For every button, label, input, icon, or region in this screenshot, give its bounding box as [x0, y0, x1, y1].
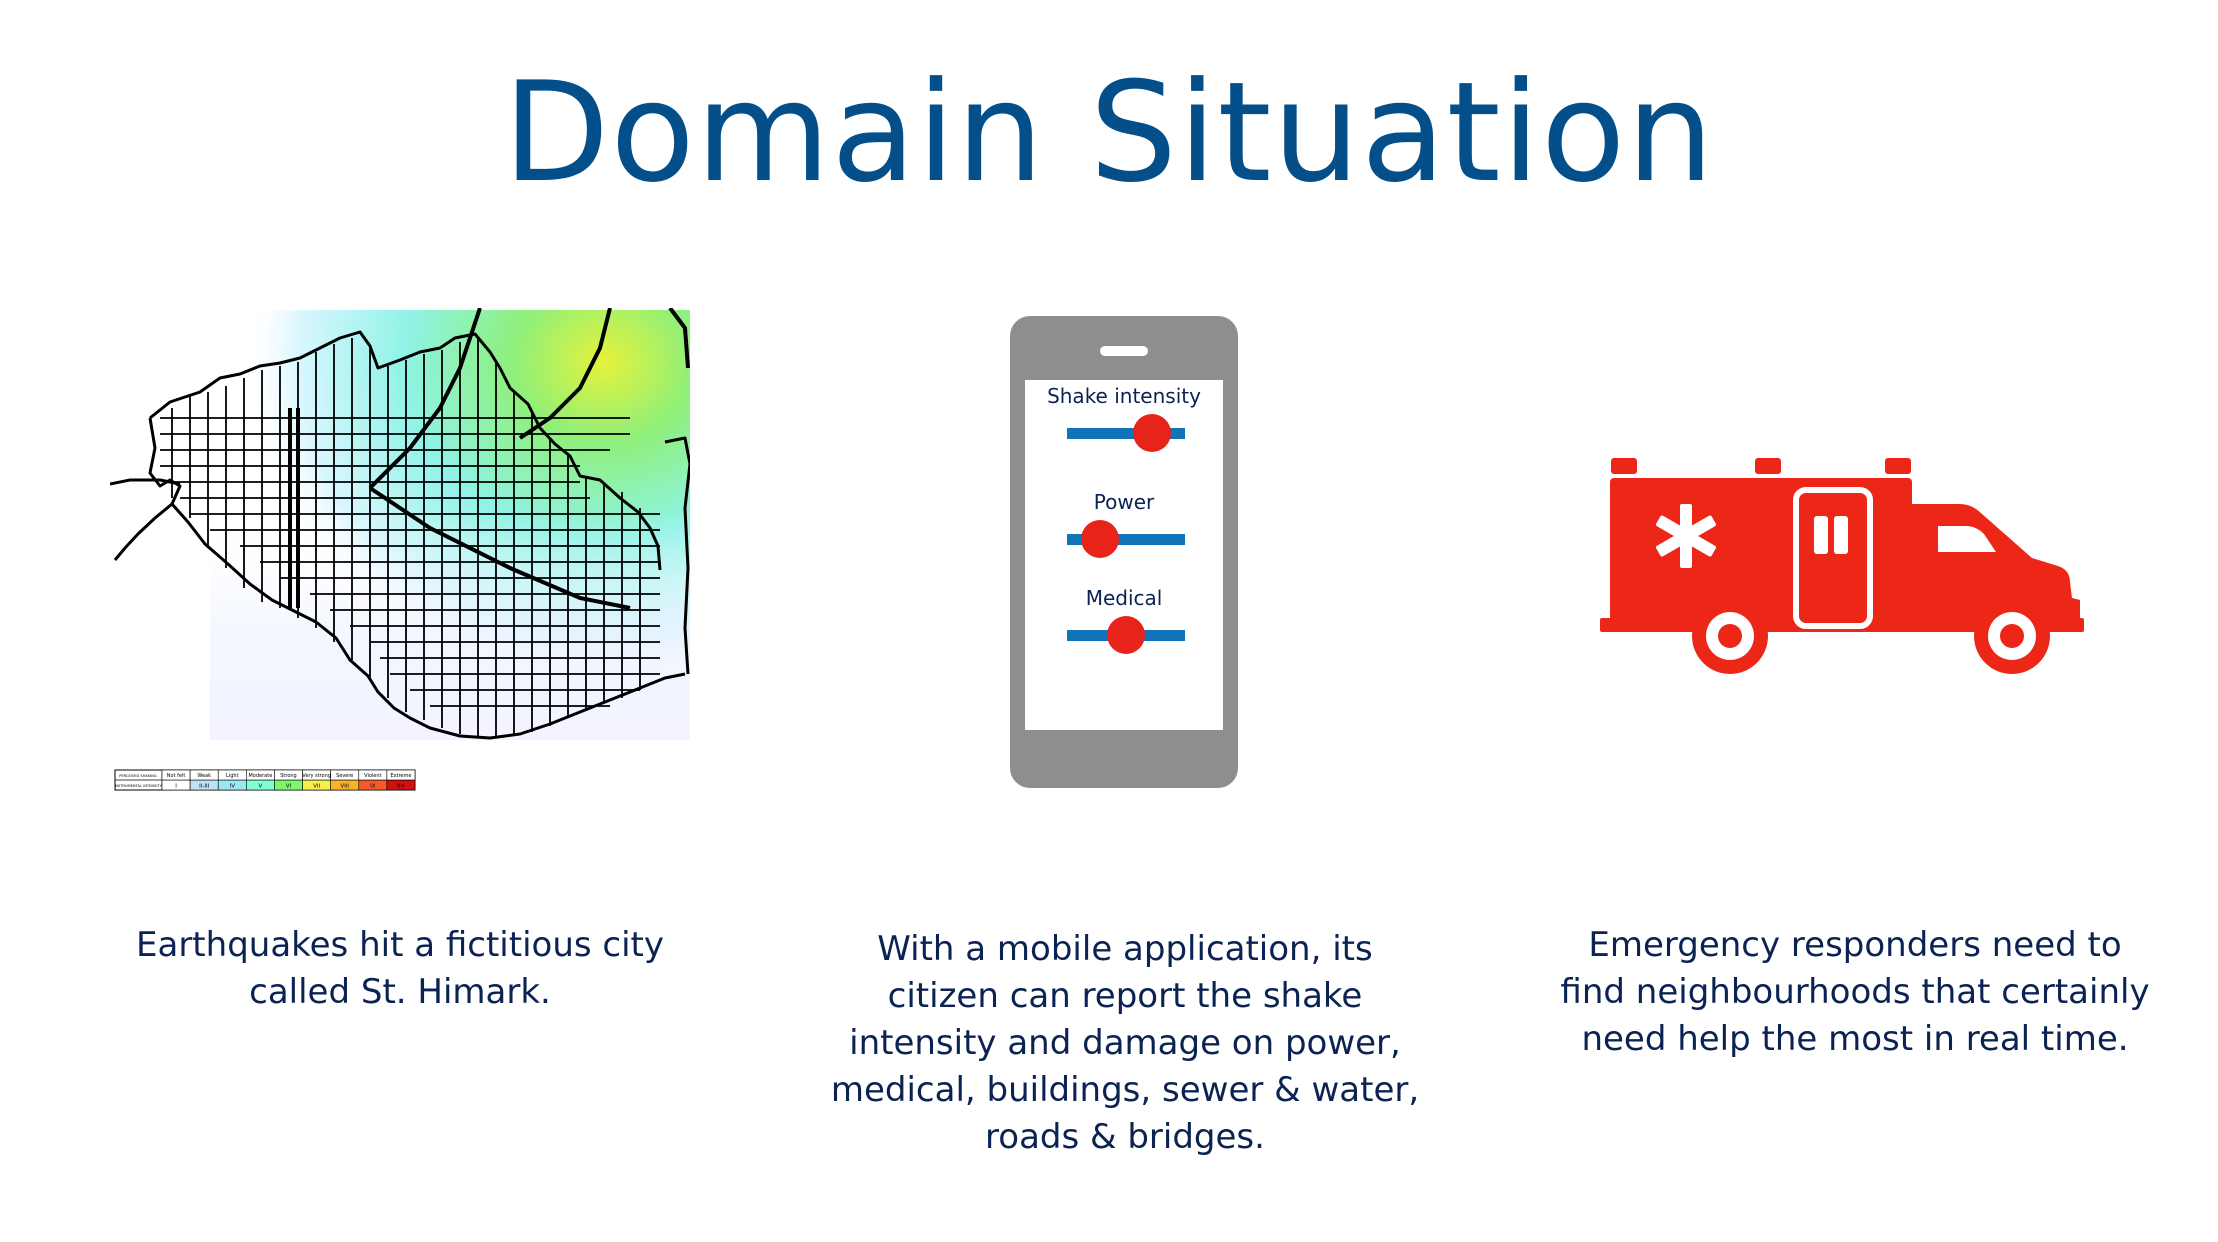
legend-shaking-label: Violent	[364, 773, 381, 779]
legend-intensity-label: V	[259, 784, 263, 790]
caption-line: Emergency responders need to	[1588, 925, 2122, 965]
caption-mobile-app: With a mobile application, its citizen ca…	[830, 926, 1420, 1161]
legend-intensity-label: I	[175, 784, 177, 790]
slider-label: Power	[1093, 490, 1155, 514]
slide-title: Domain Situation	[503, 52, 1715, 213]
legend-intensity-label: IV	[230, 784, 236, 790]
legend-shaking-label: Extreme	[390, 773, 411, 779]
intensity-legend: PERCEIVED SHAKING INSTRUMENTAL INTENSITY N…	[114, 769, 416, 791]
slider-knob[interactable]	[1081, 520, 1120, 558]
legend-shaking-label: Light	[226, 773, 239, 779]
shake-map-image: PERCEIVED SHAKING INSTRUMENTAL INTENSITY N…	[109, 306, 692, 791]
legend-shaking-label: Severe	[336, 773, 353, 779]
ambulance-icon	[1600, 448, 2084, 674]
city-outline	[109, 330, 692, 740]
caption-line: called St. Himark.	[249, 972, 551, 1012]
legend-shaking-label: Not felt	[167, 773, 186, 779]
legend-intensity-label: IX	[370, 784, 376, 790]
legend-intensity-label: VI	[286, 784, 292, 790]
legend-shaking-label: Weak	[197, 773, 211, 779]
slider-track[interactable]	[1067, 428, 1185, 439]
slider-label: Medical	[1085, 586, 1163, 610]
legend-row-header: PERCEIVED SHAKING	[119, 774, 157, 778]
legend-shaking-label: Very strong	[302, 773, 331, 779]
caption-line: need help the most in real time.	[1581, 1019, 2129, 1059]
legend-intensity-label: X+	[397, 784, 406, 790]
st-himark-shake-map: PERCEIVED SHAKING INSTRUMENTAL INTENSITY N…	[109, 306, 692, 792]
caption-line: find neighbourhoods that certainly	[1560, 972, 2150, 1012]
slider-knob[interactable]	[1107, 616, 1145, 654]
legend-label-cell	[386, 769, 416, 781]
legend-intensity-label: VII	[313, 784, 320, 790]
highways	[288, 306, 690, 610]
caption-line: citizen can report the shake	[887, 976, 1363, 1016]
ambulance-icon-graphic	[1600, 458, 2084, 674]
caption-line: roads & bridges.	[985, 1117, 1265, 1157]
slider-label: Shake intensity	[1047, 384, 1201, 408]
caption-line: intensity and damage on power,	[849, 1023, 1401, 1063]
caption-line: With a mobile application, its	[877, 929, 1373, 969]
legend-shaking-label: Moderate	[248, 773, 272, 779]
slider-track[interactable]	[1067, 534, 1185, 545]
legend-intensity-label: II-III	[199, 784, 209, 790]
slider-knob[interactable]	[1132, 414, 1171, 452]
caption-earthquake: Earthquakes hit a fictitious city called …	[125, 922, 675, 1016]
caption-line: Earthquakes hit a fictitious city	[136, 925, 664, 965]
caption-emergency-responders: Emergency responders need to find neighbo…	[1560, 922, 2150, 1063]
street-grid	[160, 338, 660, 738]
legend-shaking-label: Strong	[280, 773, 296, 779]
caption-line: medical, buildings, sewer & water,	[830, 1070, 1420, 1110]
legend-intensity-label: VIII	[340, 784, 349, 790]
legend-row-header: INSTRUMENTAL INTENSITY	[114, 784, 162, 788]
